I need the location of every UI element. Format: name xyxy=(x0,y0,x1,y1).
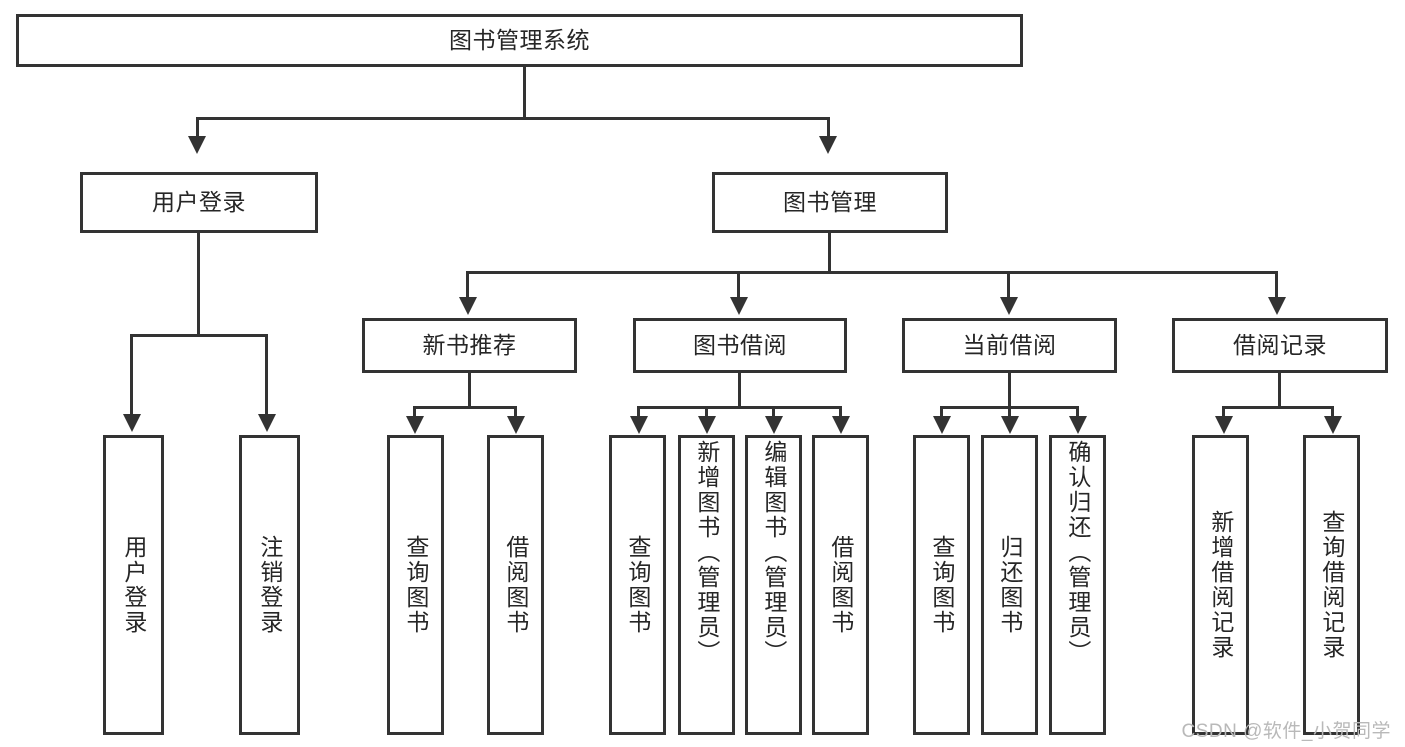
arrow-to-leaf-borrow-book-2 xyxy=(832,416,850,434)
node-label: 用户登录 xyxy=(120,535,147,635)
connector-borrowrecord-drop-1 xyxy=(1222,406,1225,418)
leaf-borrow-book-borrow[interactable]: 借阅图书 xyxy=(812,435,869,735)
connector-bookmanage-stem xyxy=(828,233,831,274)
leaf-borrow-book-newbook[interactable]: 借阅图书 xyxy=(487,435,544,735)
arrow-to-leaf-query-book-3 xyxy=(933,416,951,434)
connector-bookmanage-drop-2 xyxy=(737,271,740,299)
connector-bookborrow-bar xyxy=(637,406,842,409)
node-label: 新书推荐 xyxy=(422,331,517,358)
connector-currentborrow-drop-2 xyxy=(1008,406,1011,418)
leaf-query-book-borrow[interactable]: 查询图书 xyxy=(609,435,666,735)
connector-userlogin-drop-2 xyxy=(265,334,268,416)
leaf-query-book-current[interactable]: 查询图书 xyxy=(913,435,970,735)
arrow-to-borrow-record xyxy=(1268,297,1286,315)
node-label: 归还图书 xyxy=(996,535,1023,635)
connector-borrowrecord-stem xyxy=(1278,373,1281,409)
node-label: 新增图书（管理员） xyxy=(693,440,720,665)
node-label: 图书借阅 xyxy=(693,331,787,358)
connector-bookborrow-drop-3 xyxy=(772,406,775,418)
connector-bookmanage-drop-1 xyxy=(466,271,469,299)
connector-userlogin-drop-1 xyxy=(130,334,133,416)
node-label: 借阅图书 xyxy=(502,535,529,635)
node-label: 查询图书 xyxy=(928,535,955,635)
arrow-to-leaf-add-record xyxy=(1215,416,1233,434)
connector-root-drop-left xyxy=(196,117,199,139)
arrow-to-leaf-query-book-1 xyxy=(406,416,424,434)
connector-root-bar xyxy=(196,117,830,120)
connector-borrowrecord-drop-2 xyxy=(1331,406,1334,418)
leaf-confirm-return-admin[interactable]: 确认归还（管理员） xyxy=(1049,435,1106,735)
node-label: 借阅记录 xyxy=(1233,331,1327,358)
connector-bookmanage-bar xyxy=(466,271,1278,274)
leaf-edit-book-admin[interactable]: 编辑图书（管理员） xyxy=(745,435,802,735)
connector-root-stem xyxy=(523,66,526,119)
connector-root-drop-right xyxy=(827,117,830,139)
node-borrow-record[interactable]: 借阅记录 xyxy=(1172,318,1388,373)
arrow-to-leaf-logout xyxy=(258,414,276,432)
node-book-borrow[interactable]: 图书借阅 xyxy=(633,318,847,373)
connector-currentborrow-drop-3 xyxy=(1076,406,1079,418)
connector-borrowrecord-bar xyxy=(1222,406,1334,409)
node-label: 借阅图书 xyxy=(827,535,854,635)
node-current-borrow[interactable]: 当前借阅 xyxy=(902,318,1117,373)
node-label: 注销登录 xyxy=(256,535,283,635)
arrow-to-new-book xyxy=(459,297,477,315)
leaf-return-book[interactable]: 归还图书 xyxy=(981,435,1038,735)
node-label: 新增借阅记录 xyxy=(1207,510,1234,660)
node-label: 确认归还（管理员） xyxy=(1064,440,1091,665)
connector-userlogin-bar xyxy=(130,334,268,337)
arrow-to-leaf-confirm-return xyxy=(1069,416,1087,434)
connector-bookborrow-drop-2 xyxy=(705,406,708,418)
node-user-login[interactable]: 用户登录 xyxy=(80,172,318,233)
node-label: 查询图书 xyxy=(624,535,651,635)
arrow-to-book-manage xyxy=(819,136,837,154)
leaf-add-borrow-record[interactable]: 新增借阅记录 xyxy=(1192,435,1249,735)
leaf-add-book-admin[interactable]: 新增图书（管理员） xyxy=(678,435,735,735)
leaf-query-borrow-record[interactable]: 查询借阅记录 xyxy=(1303,435,1360,735)
connector-currentborrow-stem xyxy=(1008,373,1011,409)
arrow-to-user-login xyxy=(188,136,206,154)
watermark-text: CSDN @软件_小贺同学 xyxy=(1181,721,1391,742)
node-label: 查询借阅记录 xyxy=(1318,510,1345,660)
leaf-user-login[interactable]: 用户登录 xyxy=(103,435,164,735)
connector-bookborrow-drop-4 xyxy=(839,406,842,418)
node-label: 用户登录 xyxy=(152,188,246,215)
connector-newbook-stem xyxy=(468,373,471,409)
arrow-to-current-borrow xyxy=(1000,297,1018,315)
node-root-system[interactable]: 图书管理系统 xyxy=(16,14,1023,67)
leaf-logout[interactable]: 注销登录 xyxy=(239,435,300,735)
connector-bookborrow-drop-1 xyxy=(637,406,640,418)
connector-newbook-drop-2 xyxy=(514,406,517,418)
node-label: 编辑图书（管理员） xyxy=(760,440,787,665)
connector-bookborrow-stem xyxy=(738,373,741,409)
leaf-query-book-newbook[interactable]: 查询图书 xyxy=(387,435,444,735)
node-new-book-recommend[interactable]: 新书推荐 xyxy=(362,318,577,373)
node-label: 图书管理系统 xyxy=(449,26,590,53)
arrow-to-leaf-return-book xyxy=(1001,416,1019,434)
arrow-to-leaf-borrow-book-1 xyxy=(507,416,525,434)
arrow-to-leaf-query-book-2 xyxy=(630,416,648,434)
connector-currentborrow-drop-1 xyxy=(940,406,943,418)
connector-bookmanage-drop-4 xyxy=(1275,271,1278,299)
connector-userlogin-stem xyxy=(197,233,200,336)
arrow-to-book-borrow xyxy=(730,297,748,315)
connector-newbook-drop-1 xyxy=(413,406,416,418)
node-label: 查询图书 xyxy=(402,535,429,635)
arrow-to-leaf-user-login xyxy=(123,414,141,432)
arrow-to-leaf-edit-book xyxy=(765,416,783,434)
node-label: 图书管理 xyxy=(783,188,877,215)
node-book-manage[interactable]: 图书管理 xyxy=(712,172,948,233)
connector-newbook-bar xyxy=(413,406,517,409)
connector-bookmanage-drop-3 xyxy=(1007,271,1010,299)
node-label: 当前借阅 xyxy=(962,331,1057,358)
arrow-to-leaf-add-book xyxy=(698,416,716,434)
arrow-to-leaf-query-record xyxy=(1324,416,1342,434)
